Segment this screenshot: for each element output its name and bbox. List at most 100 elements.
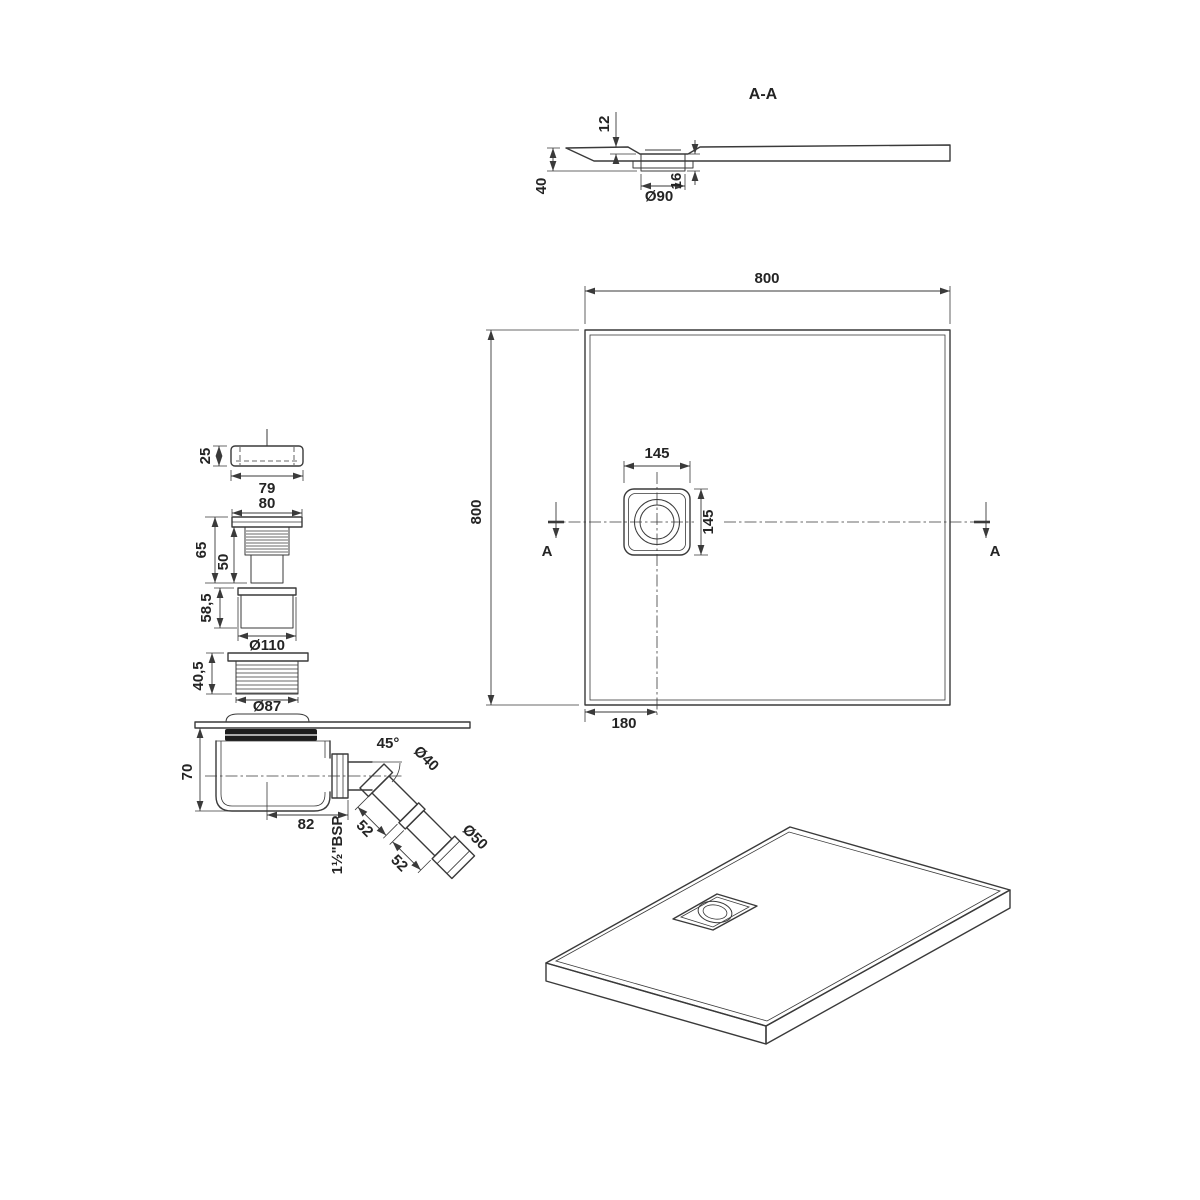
dim-recess-depth: 16 xyxy=(668,140,700,189)
dim-line xyxy=(357,806,387,836)
dim-pipe-length-1-label: 52 xyxy=(353,817,377,841)
drain-recess-profile xyxy=(632,154,694,172)
iso-drain-frame-outer xyxy=(672,893,758,931)
cap-body xyxy=(230,445,304,467)
section-marker-left: A xyxy=(542,502,564,560)
dim-cap-diameter-label: 79 xyxy=(259,480,276,497)
tray-outline xyxy=(584,329,951,706)
dim-drain-offset-label: 180 xyxy=(611,715,636,732)
pipe-segment-2 xyxy=(405,809,453,857)
dim-flange-diameter: 80 xyxy=(231,495,303,517)
dim-drain-diameter: Ø90 xyxy=(640,174,686,205)
ext-line xyxy=(610,146,636,155)
dim-cap-diameter: 79 xyxy=(230,470,304,497)
dim-drain-depth-label: 145 xyxy=(700,509,717,534)
outlet-stub xyxy=(347,761,373,791)
waste-body-upper: 80 65 50 xyxy=(193,495,303,584)
drain-circle-outer xyxy=(634,499,680,545)
dim-upper-inner-height-label: 50 xyxy=(215,554,232,571)
ring-body xyxy=(235,660,299,695)
dim-cup-diameter: Ø110 xyxy=(237,597,297,654)
dim-pipe-diameter-label: Ø40 xyxy=(410,743,442,775)
dim-line xyxy=(392,841,422,871)
dim-flange-diameter-label: 80 xyxy=(259,495,276,512)
section-marker-right: A xyxy=(974,502,1001,560)
waste-cup: 58,5 Ø110 xyxy=(198,587,297,654)
trap-inner-wall xyxy=(220,741,326,807)
cup-rim xyxy=(237,587,297,596)
waste-cap: 25 79 xyxy=(197,429,304,497)
dim-thread-height: 40,5 xyxy=(190,652,232,695)
ext-line xyxy=(584,286,951,324)
dim-trap-offset: 82 xyxy=(266,782,349,833)
section-marker-right-label: A xyxy=(990,543,1001,560)
dim-upper-height: 65 xyxy=(193,516,247,584)
outlet-nut xyxy=(331,753,349,799)
lower-stem xyxy=(250,554,284,584)
tray-section-profile xyxy=(565,144,951,162)
coupling-facets xyxy=(436,840,470,874)
dim-cap-height-label: 25 xyxy=(197,448,214,465)
dim-drain-depth: 145 xyxy=(694,488,717,556)
dim-thread-diameter: Ø87 xyxy=(235,696,299,715)
dim-depth-label: 800 xyxy=(468,499,485,524)
drain-frame-inner xyxy=(628,493,686,551)
joint-collar xyxy=(398,802,426,830)
iso-side-face xyxy=(765,889,1011,1045)
dim-thread-height-label: 40,5 xyxy=(190,661,207,690)
ring-flange xyxy=(227,652,309,662)
waste-trap: 70 82 1½"BSP 45° Ø40 Ø50 xyxy=(179,713,491,880)
dim-upper-inner-height: 50 xyxy=(215,527,238,583)
iso-top-face xyxy=(545,826,1011,1027)
dim-cup-diameter-label: Ø110 xyxy=(249,637,285,654)
dim-thread-diameter-label: Ø87 xyxy=(253,698,281,715)
ext-line xyxy=(354,794,398,839)
dim-drain-width: 145 xyxy=(623,445,691,483)
iso-drain-circle-outer xyxy=(697,900,733,924)
dim-width-label: 800 xyxy=(754,270,779,287)
section-view: A-A 12 40 Ø90 16 xyxy=(533,86,951,205)
iso-drain-frame-inner xyxy=(679,896,751,928)
dim-cap-height: 25 xyxy=(197,445,227,467)
tray-inner-rim xyxy=(589,334,946,701)
drain-frame-outer xyxy=(623,488,691,556)
waste-kit-view: 25 79 80 65 xyxy=(179,429,491,880)
dim-cup-height: 58,5 xyxy=(198,587,237,629)
trap-body xyxy=(215,740,331,812)
plan-view: 800 800 145 145 180 A xyxy=(468,270,1001,732)
thread-lines xyxy=(246,530,288,553)
iso-drain-circle-inner xyxy=(702,904,728,920)
dim-upper-height-label: 65 xyxy=(193,542,210,559)
dim-overall-height: 40 xyxy=(533,147,637,194)
pipe-segment-1 xyxy=(371,775,418,822)
dim-pipe-length-2: 52 xyxy=(387,830,431,875)
outlet-nut-facets xyxy=(336,754,344,798)
ext-line xyxy=(237,597,297,641)
dim-drain-width-label: 145 xyxy=(644,445,669,462)
end-coupling xyxy=(431,835,476,880)
dim-elbow-angle-label: 45° xyxy=(377,735,400,752)
section-marker-left-label: A xyxy=(542,543,553,560)
dim-trap-offset-label: 82 xyxy=(298,816,315,833)
dim-cup-height-label: 58,5 xyxy=(198,593,215,622)
angle-arc xyxy=(372,761,402,783)
tray-plate xyxy=(194,721,471,729)
dim-rim-thickness: 12 xyxy=(596,112,636,164)
thread-spec-label: 1½"BSP xyxy=(329,816,346,875)
waste-thread-ring: 40,5 Ø87 xyxy=(190,652,309,715)
dim-trap-height: 70 xyxy=(179,728,228,812)
isometric-view xyxy=(545,826,1011,1045)
ext-line xyxy=(214,587,237,629)
cap-hidden-lines xyxy=(236,447,298,465)
ext-line xyxy=(266,782,349,820)
thread-lines xyxy=(236,664,298,694)
ext-line xyxy=(389,830,431,874)
elbow-collar xyxy=(359,763,394,798)
dim-drain-diameter-label: Ø90 xyxy=(645,188,673,205)
cup-body xyxy=(240,594,294,629)
dim-pipe-length-1: 52 xyxy=(353,794,398,841)
dim-pipe-length-2-label: 52 xyxy=(387,851,411,875)
dim-depth: 800 xyxy=(468,329,579,706)
